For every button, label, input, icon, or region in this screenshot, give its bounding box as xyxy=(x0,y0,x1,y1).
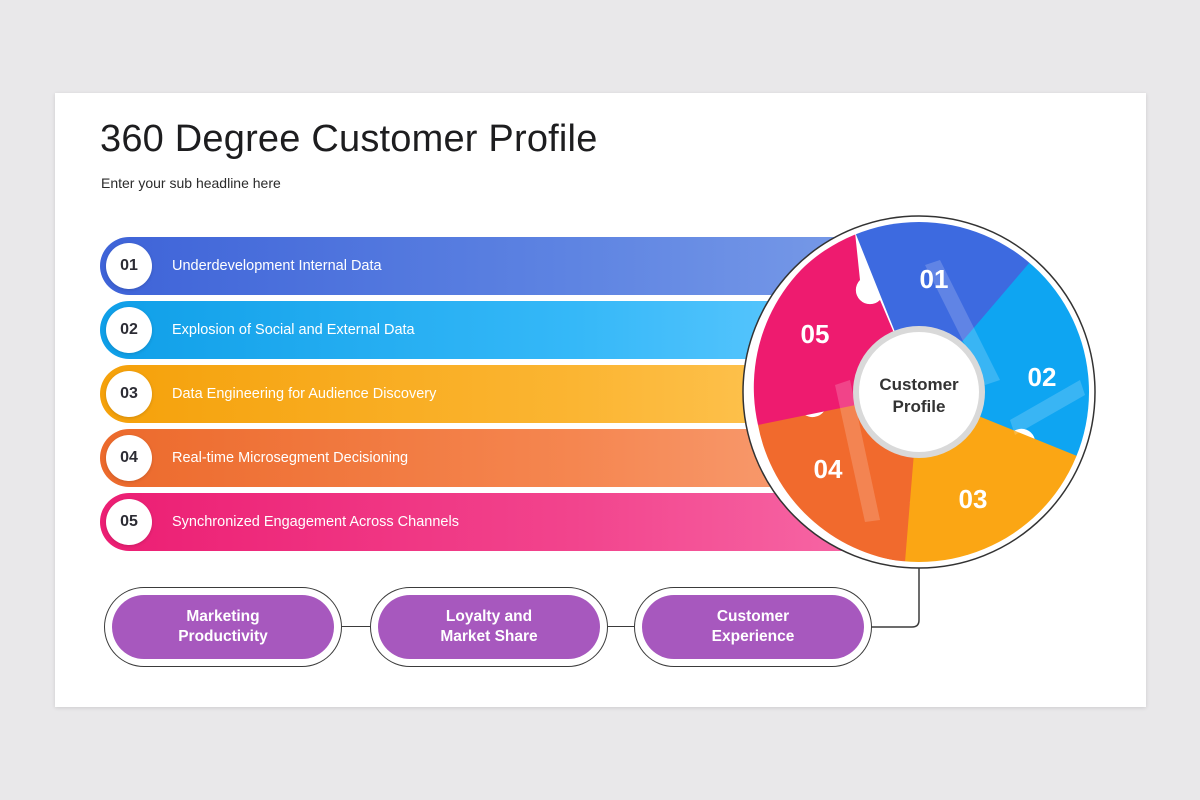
item-band-01: 01 Underdevelopment Internal Data xyxy=(100,237,890,295)
item-label: Real-time Microsegment Decisioning xyxy=(172,450,409,466)
item-number-badge: 01 xyxy=(106,243,152,289)
center-label-line1: Customer xyxy=(879,375,959,394)
segment-number-05: 05 xyxy=(801,319,830,349)
item-label: Underdevelopment Internal Data xyxy=(172,258,382,274)
puzzle-segment-01 xyxy=(855,222,1030,392)
outcome-label: Loyalty and Market Share xyxy=(440,608,538,645)
outcome-pill-experience: Customer Experience xyxy=(634,587,872,667)
center-label-line2: Profile xyxy=(893,397,946,416)
item-label: Explosion of Social and External Data xyxy=(172,322,415,338)
puzzle-wheel: Customer Profile 01 02 03 04 05 xyxy=(742,215,1096,569)
item-label: Synchronized Engagement Across Channels xyxy=(172,514,459,530)
item-number-badge: 02 xyxy=(106,307,152,353)
outcome-label: Customer Experience xyxy=(711,608,795,645)
segment-number-01: 01 xyxy=(920,264,949,294)
wheel-center-circle xyxy=(853,326,985,458)
outcome-pill-loyalty: Loyalty and Market Share xyxy=(370,587,608,667)
page-title: 360 Degree Customer Profile xyxy=(100,118,598,160)
segment-number-03: 03 xyxy=(959,484,988,514)
outcome-label: Marketing Productivity xyxy=(178,608,268,645)
item-band-05: 05 Synchronized Engagement Across Channe… xyxy=(100,493,890,551)
item-label: Data Engineering for Audience Discovery xyxy=(172,386,437,402)
pill-connector xyxy=(342,626,370,627)
segment-number-02: 02 xyxy=(1028,362,1057,392)
page-subtitle: Enter your sub headline here xyxy=(101,175,281,191)
item-number-badge: 05 xyxy=(106,499,152,545)
item-number-badge: 03 xyxy=(106,371,152,417)
item-number-badge: 04 xyxy=(106,435,152,481)
pill-connector xyxy=(608,626,634,627)
outcome-pill-marketing: Marketing Productivity xyxy=(104,587,342,667)
segment-number-04: 04 xyxy=(814,454,843,484)
wheel-connector xyxy=(870,568,920,628)
